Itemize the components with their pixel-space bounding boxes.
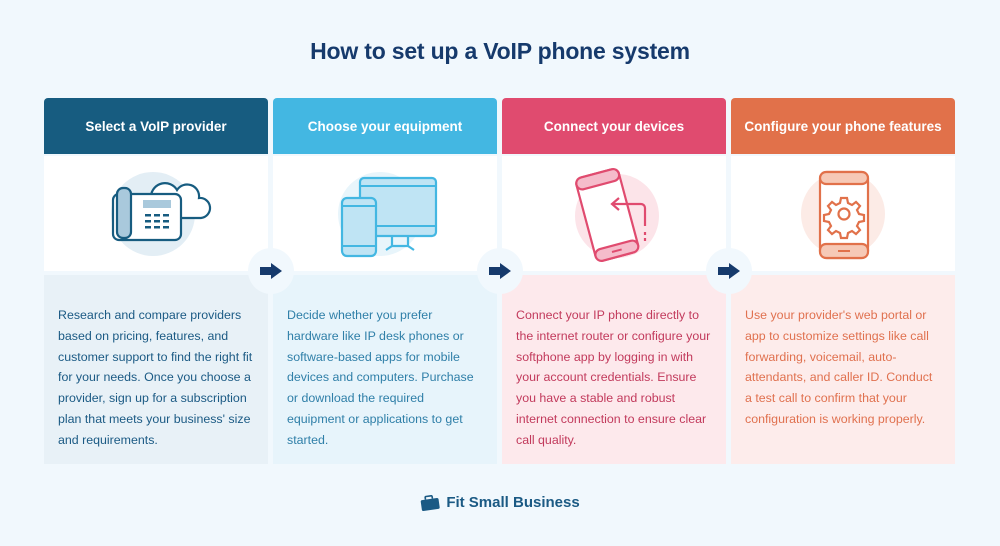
step-heading: Connect your devices [502,98,726,154]
step-description: Use your provider's web portal or app to… [731,275,955,464]
step-illustration [502,156,726,271]
page-title: How to set up a VoIP phone system [310,38,690,64]
next-step-arrow [477,248,523,294]
step-heading: Choose your equipment [273,98,497,154]
step-illustration [44,156,268,271]
step-description: Decide whether you prefer hardware like … [273,275,497,464]
step-illustration [731,156,955,271]
phone-connect-icon [575,167,659,262]
arrow-right-icon [718,263,740,279]
step-heading: Select a VoIP provider [44,98,268,154]
step-heading: Configure your phone features [731,98,955,154]
next-step-arrow [248,248,294,294]
step-select-provider: Select a VoIP provider Research and comp… [44,98,268,464]
phone-gear-icon [801,170,885,259]
arrow-right-icon [489,263,511,279]
next-step-arrow [706,248,752,294]
step-choose-equipment: Choose your equipment Decide whether you… [273,98,497,464]
brand-name: Fit Small Business [446,494,580,511]
step-connect-devices: Connect your devices Connect your IP pho… [502,98,726,464]
step-description: Research and compare providers based on … [44,275,268,464]
step-illustration [273,156,497,271]
arrow-right-icon [260,263,282,279]
phone-monitor-icon [338,171,438,257]
desk-phone-cloud-icon [111,171,212,256]
brand-footer: Fit Small Business [0,494,1000,511]
step-configure-features: Configure your phone features Use your p… [731,98,955,464]
step-description: Connect your IP phone directly to the in… [502,275,726,464]
briefcase-icon [421,494,441,511]
